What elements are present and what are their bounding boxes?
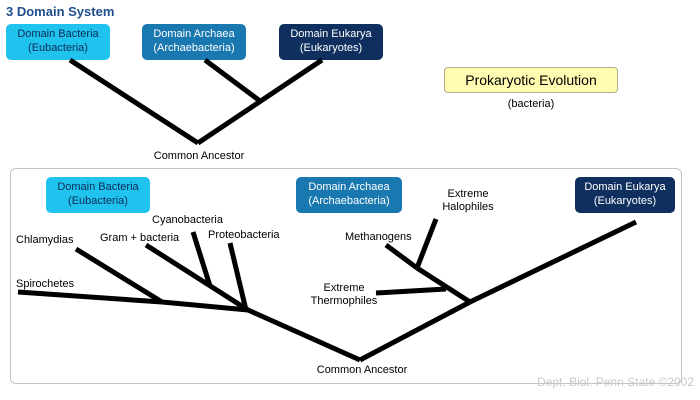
evolution-title: Prokaryotic Evolution xyxy=(444,67,618,93)
label-spirochetes: Spirochetes xyxy=(16,278,75,290)
bottom-box-archaea-line1: Domain Archaea xyxy=(308,181,390,193)
branch-to-methanogens-node xyxy=(415,265,472,305)
branch-methanogens xyxy=(384,242,419,271)
branch-spirochetes xyxy=(17,289,163,305)
bottom-box-archaea-line2: (Archaebacteria) xyxy=(308,195,390,207)
top-branch-archaea xyxy=(203,57,262,104)
label-gram-plus: Gram + bacteria xyxy=(100,232,180,244)
top-box-bacteria-line2: (Eubacteria) xyxy=(28,42,88,54)
label-extreme-halophiles-line2: Halophiles xyxy=(442,201,494,213)
top-box-eukarya: Domain Eukarya (Eukaryotes) xyxy=(279,24,383,60)
bottom-trunk-bacteria xyxy=(246,307,362,363)
label-extreme-thermophiles-line1: Extreme xyxy=(323,282,365,294)
label-extreme-thermophiles: Extreme Thermophiles xyxy=(302,282,386,308)
top-box-archaea-line1: Domain Archaea xyxy=(153,28,235,40)
label-extreme-halophiles: Extreme Halophiles xyxy=(428,188,508,214)
label-chlamydias: Chlamydias xyxy=(16,234,74,246)
bottom-box-archaea: Domain Archaea (Archaebacteria) xyxy=(296,177,402,213)
top-branch-bacteria xyxy=(68,57,200,146)
label-extreme-thermophiles-line2: Thermophiles xyxy=(310,295,378,307)
bottom-box-bacteria: Domain Bacteria (Eubacteria) xyxy=(46,177,150,213)
label-extreme-halophiles-line1: Extreme xyxy=(447,188,489,200)
top-box-bacteria-line1: Domain Bacteria xyxy=(17,28,99,40)
top-box-archaea-line2: (Archaebacteria) xyxy=(153,42,235,54)
branch-proteobacteria xyxy=(227,242,249,311)
branch-cyanobacteria xyxy=(190,231,213,287)
evolution-subtitle: (bacteria) xyxy=(507,98,555,110)
branch-eukarya xyxy=(468,219,638,305)
top-branch-eukarya xyxy=(196,57,324,146)
top-root-label: Common Ancestor xyxy=(153,150,245,162)
branch-thermophiles xyxy=(375,286,447,296)
top-box-eukarya-line2: (Eukaryotes) xyxy=(299,42,363,54)
label-proteobacteria: Proteobacteria xyxy=(208,229,280,241)
bottom-box-eukarya: Domain Eukarya (Eukaryotes) xyxy=(575,177,675,213)
bottom-box-bacteria-line2: (Eubacteria) xyxy=(68,195,128,207)
prokaryotic-tree-panel xyxy=(10,168,682,384)
bottom-box-eukarya-line1: Domain Eukarya xyxy=(584,181,666,193)
top-box-bacteria: Domain Bacteria (Eubacteria) xyxy=(6,24,110,60)
bottom-root-label: Common Ancestor xyxy=(316,364,408,376)
top-box-eukarya-line1: Domain Eukarya xyxy=(290,28,372,40)
diagram-title: 3 Domain System xyxy=(6,4,115,19)
branch-gram-plus xyxy=(144,242,250,313)
credit-text: Dept. Biol. Penn State ©2002 xyxy=(537,375,694,389)
branch-halophiles xyxy=(414,218,439,269)
bottom-box-bacteria-line1: Domain Bacteria xyxy=(57,181,139,193)
bottom-box-eukarya-line2: (Eukaryotes) xyxy=(593,195,657,207)
label-cyanobacteria: Cyanobacteria xyxy=(152,214,223,226)
label-methanogens: Methanogens xyxy=(345,231,412,243)
branch-to-bacteria-node xyxy=(161,299,249,313)
bottom-trunk-right xyxy=(358,299,472,363)
branch-chlamydias xyxy=(74,246,164,305)
top-box-archaea: Domain Archaea (Archaebacteria) xyxy=(142,24,246,60)
